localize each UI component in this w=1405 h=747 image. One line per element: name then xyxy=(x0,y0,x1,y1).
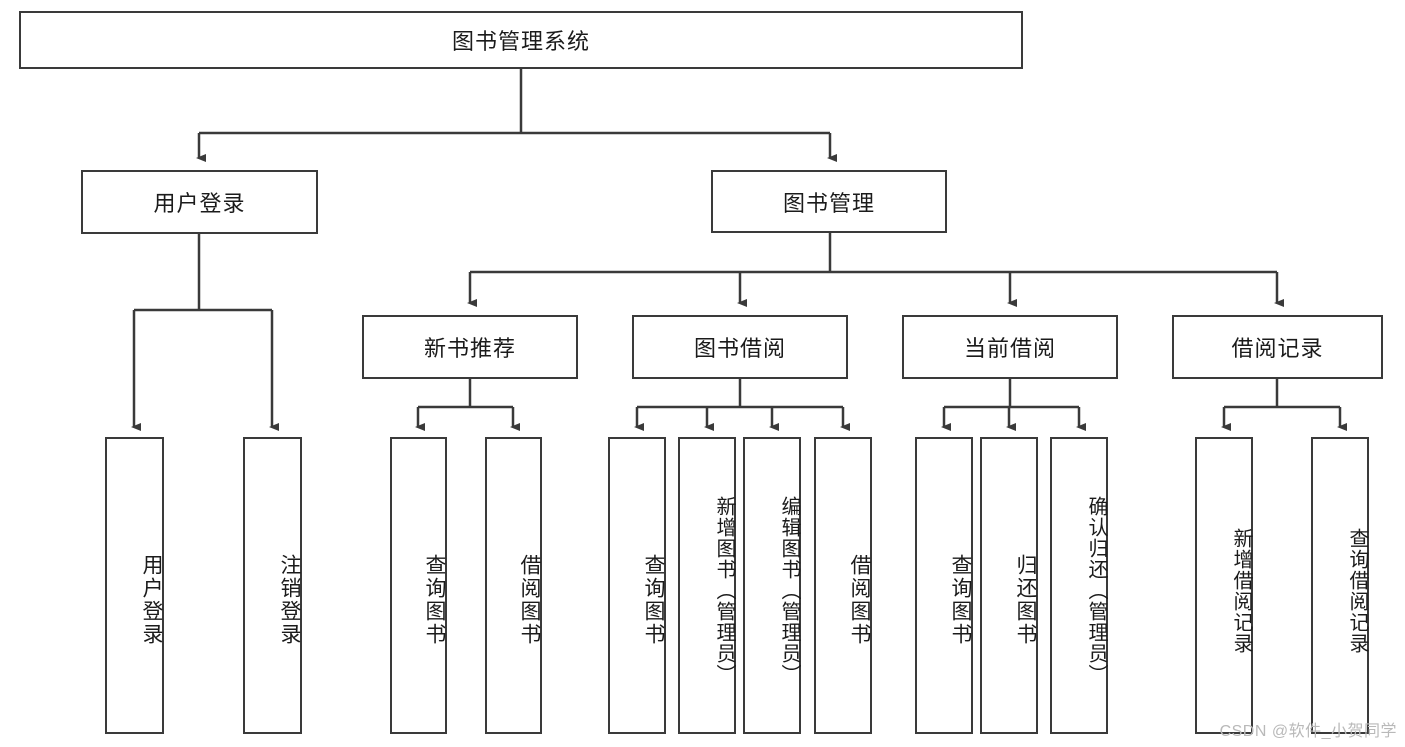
node-label: 查询图书 xyxy=(642,553,665,646)
node-label: 借阅图书 xyxy=(518,553,541,646)
node-label: 编辑图书（管理员） xyxy=(778,496,800,685)
leaf-new-book-query-book[interactable]: 查询图书 xyxy=(390,437,447,734)
node-label: 图书管理 xyxy=(782,190,875,216)
node-user-login[interactable]: 用户登录 xyxy=(81,170,318,234)
node-book-management[interactable]: 图书管理 xyxy=(711,170,947,233)
leaf-current-borrow-confirm-return-admin[interactable]: 确认归还（管理员） xyxy=(1050,437,1108,734)
node-label: 图书借阅 xyxy=(693,336,786,361)
leaf-user-login-login[interactable]: 用户登录 xyxy=(105,437,164,734)
leaf-new-book-borrow-book[interactable]: 借阅图书 xyxy=(485,437,542,734)
node-root-book-management-system[interactable]: 图书管理系统 xyxy=(19,11,1023,69)
node-label: 查询借阅记录 xyxy=(1346,527,1368,654)
leaf-book-borrow-borrow-book[interactable]: 借阅图书 xyxy=(814,437,872,734)
watermark-csdn: CSDN @软件_小贺同学 xyxy=(1219,723,1397,740)
node-label: 借阅记录 xyxy=(1231,336,1324,361)
node-label: 查询图书 xyxy=(949,553,972,646)
leaf-user-login-logout[interactable]: 注销登录 xyxy=(243,437,302,734)
node-label: 归还图书 xyxy=(1014,553,1037,646)
leaf-book-borrow-query-book[interactable]: 查询图书 xyxy=(608,437,666,734)
node-current-borrow[interactable]: 当前借阅 xyxy=(902,315,1118,379)
leaf-current-borrow-query-book[interactable]: 查询图书 xyxy=(915,437,973,734)
leaf-borrow-record-add-record[interactable]: 新增借阅记录 xyxy=(1195,437,1253,734)
leaf-book-borrow-add-book-admin[interactable]: 新增图书（管理员） xyxy=(678,437,736,734)
node-label: 用户登录 xyxy=(140,553,163,646)
node-label: 用户登录 xyxy=(153,191,246,216)
node-book-borrow[interactable]: 图书借阅 xyxy=(632,315,848,379)
node-label: 当前借阅 xyxy=(963,336,1056,361)
node-label: 确认归还（管理员） xyxy=(1085,496,1107,685)
node-label: 新书推荐 xyxy=(423,336,516,361)
node-label: 注销登录 xyxy=(278,553,301,646)
leaf-book-borrow-edit-book-admin[interactable]: 编辑图书（管理员） xyxy=(743,437,801,734)
node-label: 新增借阅记录 xyxy=(1230,527,1252,654)
node-label: 图书管理系统 xyxy=(451,29,590,54)
node-label: 借阅图书 xyxy=(848,553,871,646)
node-label: 查询图书 xyxy=(423,553,446,646)
node-borrow-record[interactable]: 借阅记录 xyxy=(1172,315,1383,379)
leaf-current-borrow-return-book[interactable]: 归还图书 xyxy=(980,437,1038,734)
node-new-book-recommend[interactable]: 新书推荐 xyxy=(362,315,578,379)
node-label: 新增图书（管理员） xyxy=(713,496,735,685)
leaf-borrow-record-query-record[interactable]: 查询借阅记录 xyxy=(1311,437,1369,734)
